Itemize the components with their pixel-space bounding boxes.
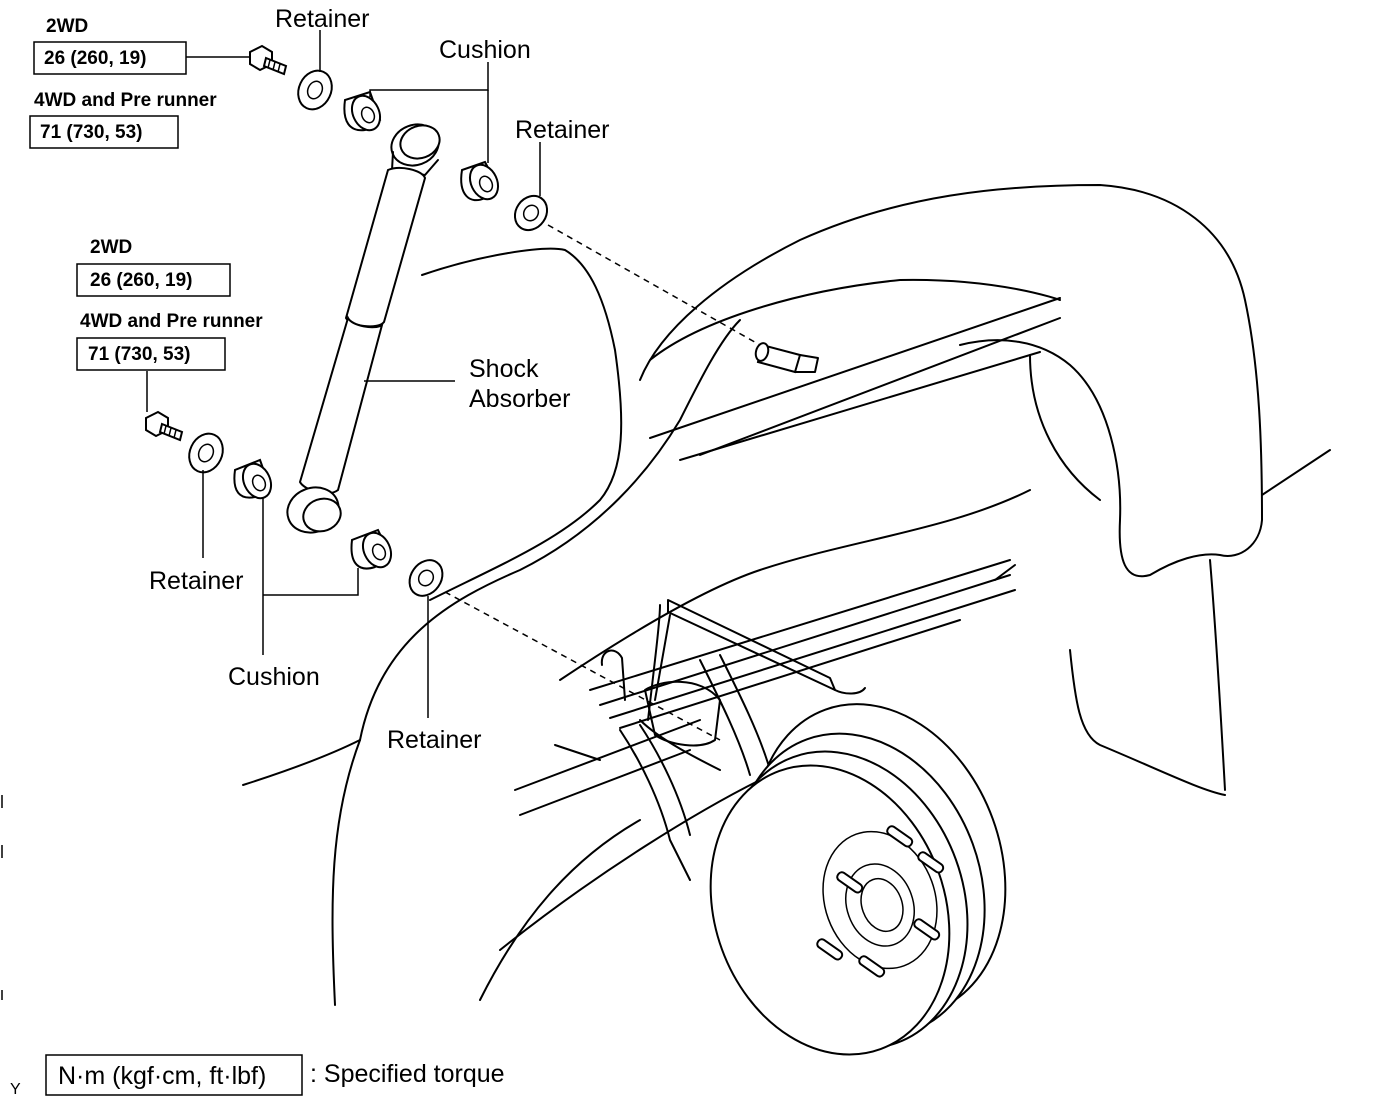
lower-value-b: 71 (730, 53) (88, 344, 190, 365)
label-retainer-upper-left: Retainer (275, 5, 370, 33)
upper-left-retainer (297, 69, 333, 111)
label-cushion-lower: Cushion (228, 663, 320, 691)
upper-variant-b: 4WD and Pre runner (34, 90, 217, 111)
lower-value-a-box (76, 263, 231, 297)
upper-mount-parts (249, 44, 819, 374)
label-retainer-upper-right: Retainer (515, 116, 610, 144)
label-retainer-lower-left: Retainer (149, 567, 244, 595)
shock-absorber (286, 123, 441, 534)
leader-lines (146, 30, 541, 718)
upper-right-cushion (460, 160, 500, 202)
lower-left-cushion (233, 458, 273, 500)
lug-studs (816, 825, 945, 978)
part-labels: Retainer Cushion Retainer Shock Absorber… (149, 5, 610, 754)
corner-mark: Y (10, 1081, 21, 1098)
lower-variant-a: 2WD (90, 237, 132, 258)
brake-drum (709, 703, 1007, 1056)
legend-description: : Specified torque (310, 1060, 505, 1088)
lower-left-retainer (188, 432, 224, 474)
lower-mount-parts (145, 410, 721, 741)
label-shock-line2: Absorber (469, 385, 570, 413)
lower-value-b-box (76, 337, 226, 371)
upper-value-a-box (33, 41, 187, 75)
label-cushion-upper: Cushion (439, 36, 531, 64)
upper-value-b-box (29, 115, 179, 149)
lower-right-cushion (350, 528, 393, 570)
lower-value-a: 26 (260, 19) (90, 270, 192, 291)
upper-variant-a: 2WD (46, 16, 88, 37)
upper-right-retainer (513, 194, 549, 232)
lower-variant-b: 4WD and Pre runner (80, 311, 263, 332)
legend-unit-box (45, 1054, 303, 1096)
label-shock-line1: Shock (469, 355, 539, 383)
lower-bolt (145, 410, 184, 442)
upper-mount-stud (754, 342, 819, 374)
upper-torque-spec: 2WD 26 (260, 19) 4WD and Pre runner 71 (… (29, 16, 217, 149)
lower-torque-spec: 2WD 26 (260, 19) 4WD and Pre runner 71 (… (76, 237, 263, 371)
lower-right-retainer (408, 559, 444, 597)
upper-left-cushion (343, 90, 382, 132)
upper-bolt (249, 44, 288, 76)
legend-unit: N·m (kgf·cm, ft·lbf) (58, 1062, 266, 1090)
upper-value-b: 71 (730, 53) (40, 122, 142, 143)
vehicle-body-outline (242, 184, 1331, 1006)
torque-legend: N·m (kgf·cm, ft·lbf) : Specified torque … (10, 1054, 505, 1098)
label-retainer-lower-right: Retainer (387, 726, 482, 754)
upper-value-a: 26 (260, 19) (44, 48, 146, 69)
